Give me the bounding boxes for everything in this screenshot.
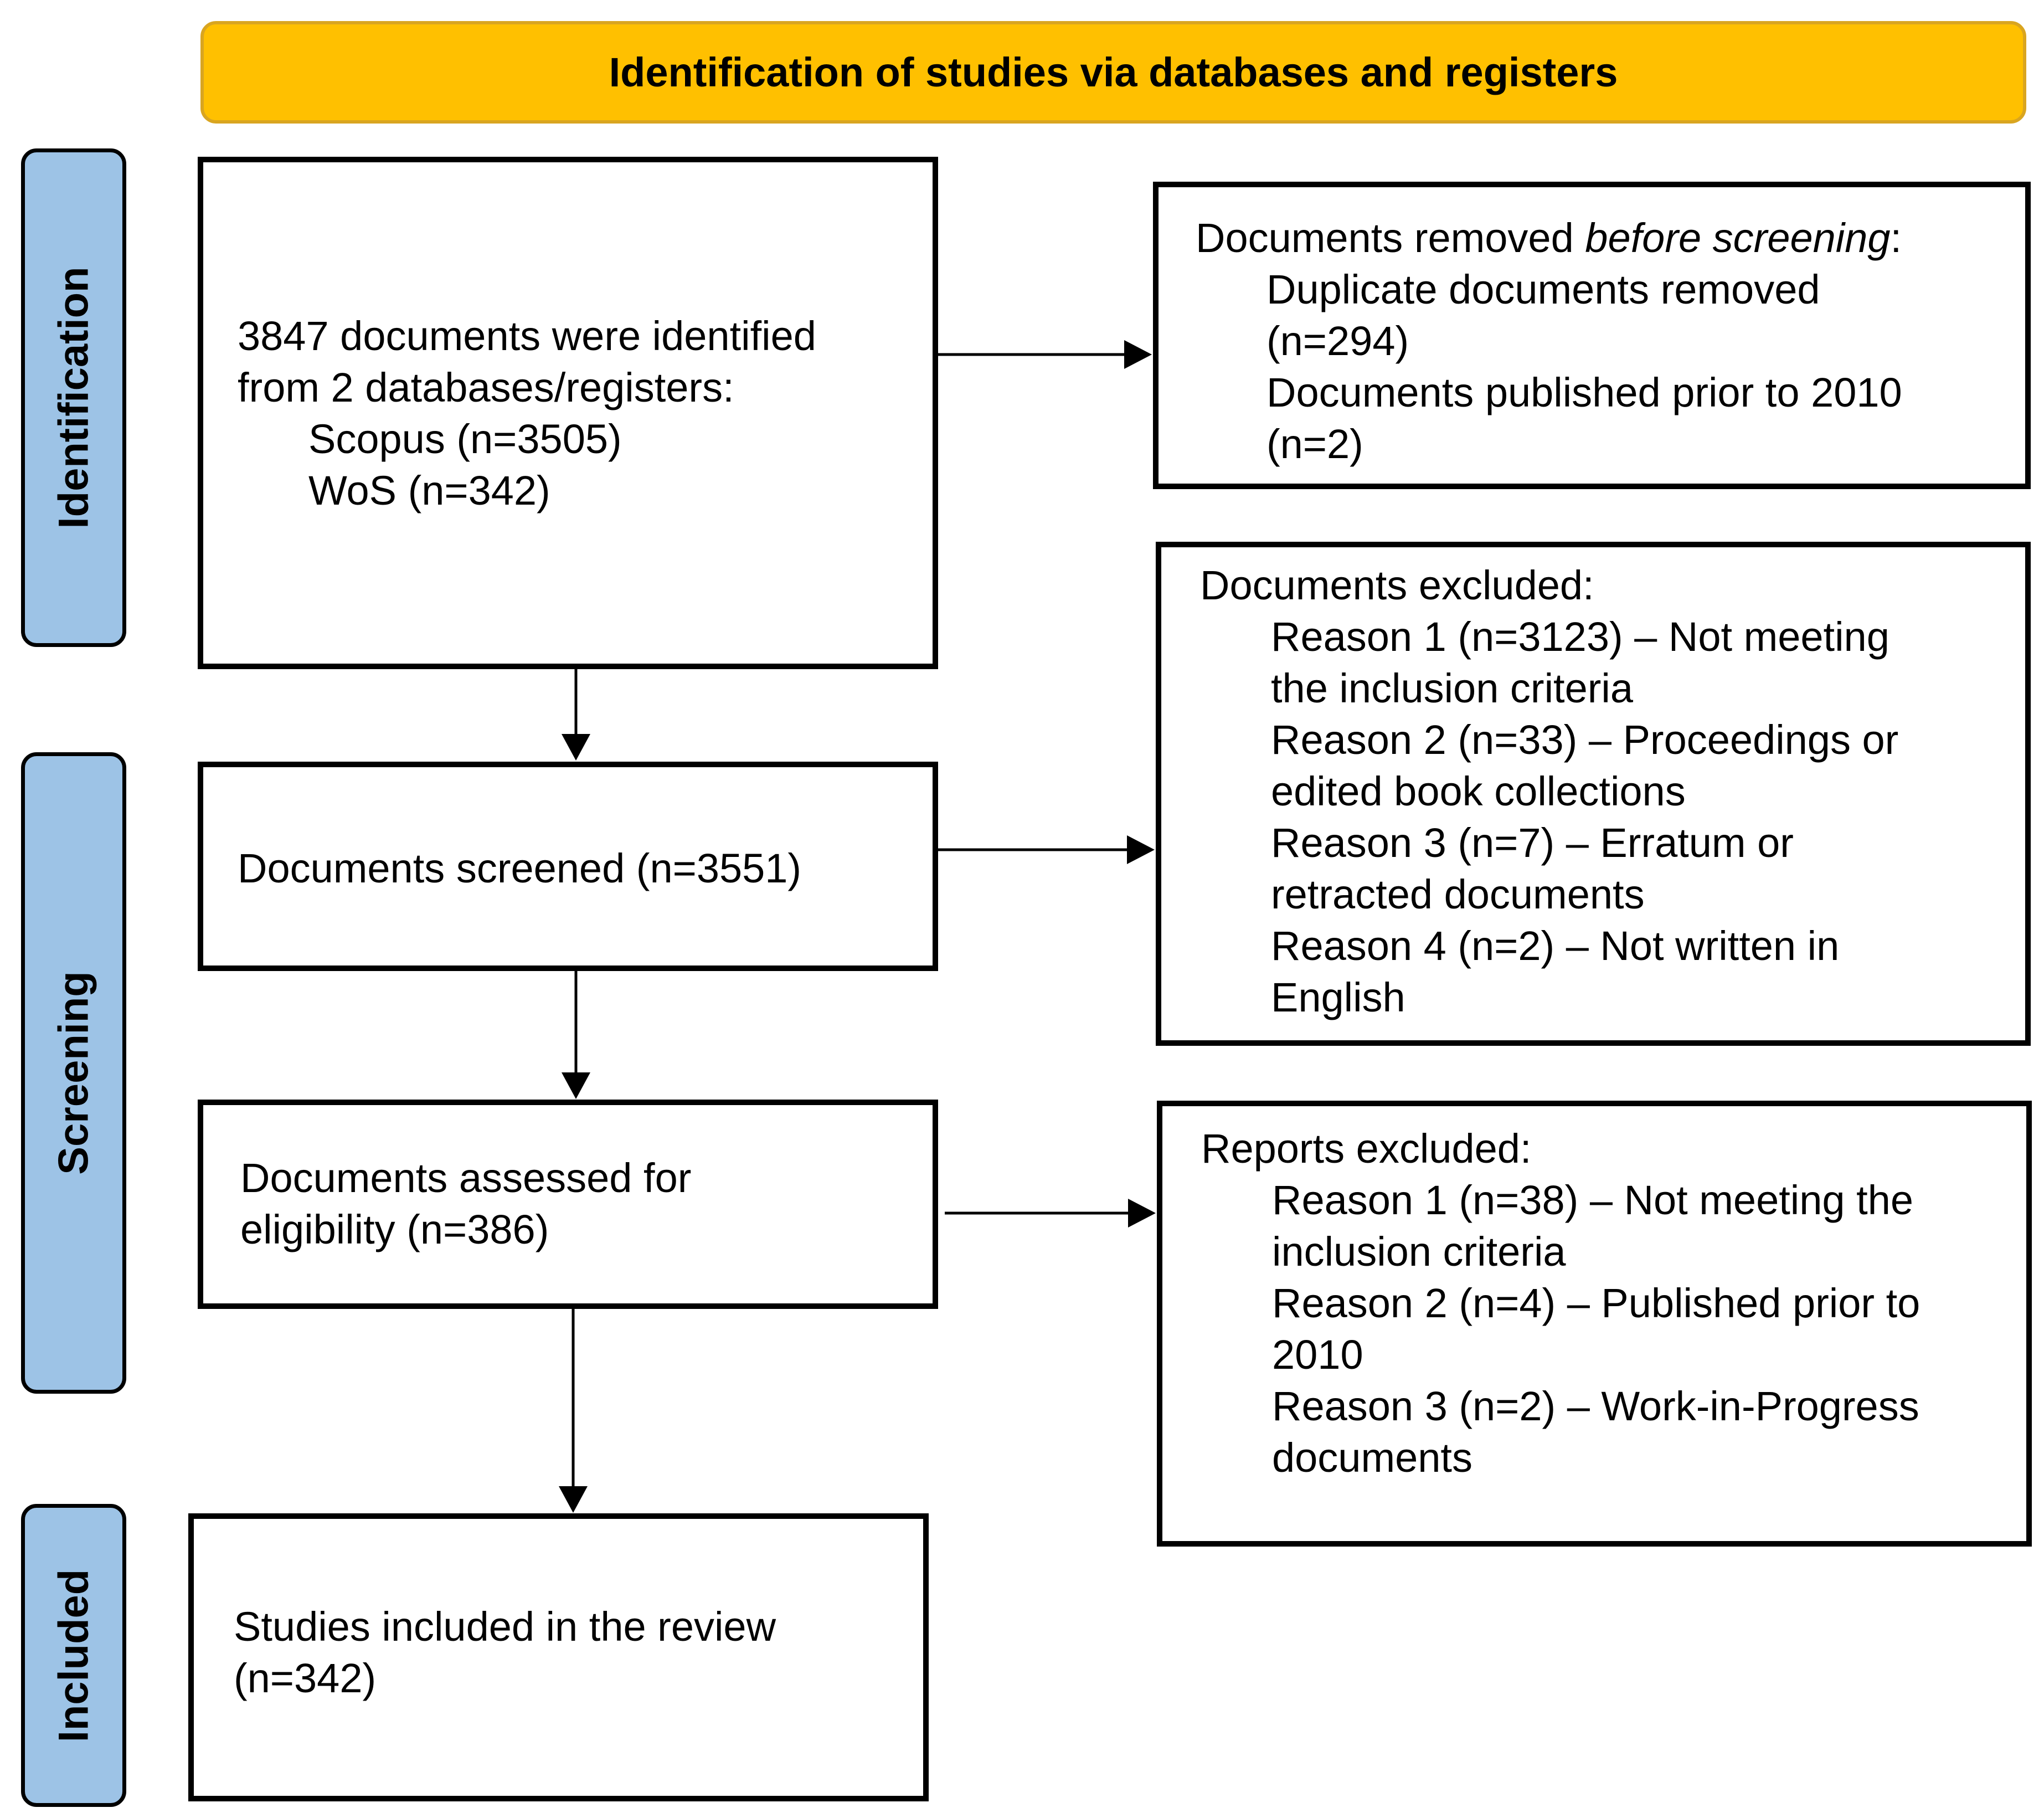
removed-title: Documents removed before screening: bbox=[1196, 215, 1902, 261]
stage-screening: Screening bbox=[21, 752, 126, 1394]
removed-dup-line1: Duplicate documents removed bbox=[1266, 266, 1820, 312]
removed-dup-line2: (n=294) bbox=[1266, 318, 1409, 364]
screened-box: Documents screened (n=3551) bbox=[198, 762, 938, 971]
stage-included: Included bbox=[21, 1504, 126, 1807]
identified-wos: WoS (n=342) bbox=[308, 468, 550, 513]
excluded-reason3-line1: Reason 3 (n=7) – Erratum or bbox=[1271, 820, 1794, 866]
reports-excluded-reason2-line1: Reason 2 (n=4) – Published prior to bbox=[1272, 1280, 1921, 1326]
reports-excluded-title: Reports excluded: bbox=[1201, 1126, 1532, 1172]
excluded-reason2-line1: Reason 2 (n=33) – Proceedings or bbox=[1271, 717, 1899, 763]
identified-box: 3847 documents were identified from 2 da… bbox=[198, 157, 938, 669]
screened-text: Documents screened (n=3551) bbox=[238, 845, 802, 891]
excluded-title: Documents excluded: bbox=[1200, 562, 1594, 608]
reports-excluded-box: Reports excluded: Reason 1 (n=38) – Not … bbox=[1157, 1101, 2032, 1547]
excluded-reason1-line1: Reason 1 (n=3123) – Not meeting bbox=[1271, 614, 1889, 660]
excluded-box: Documents excluded: Reason 1 (n=3123) – … bbox=[1156, 542, 2031, 1046]
header-title: Identification of studies via databases … bbox=[609, 49, 1618, 95]
assessed-line2: eligibility (n=386) bbox=[240, 1206, 549, 1252]
header-bar: Identification of studies via databases … bbox=[200, 21, 2026, 124]
reports-excluded-reason2-line2: 2010 bbox=[1272, 1332, 1363, 1378]
arrowhead-assessed-to-included bbox=[559, 1486, 588, 1513]
reports-excluded-reason3-line1: Reason 3 (n=2) – Work-in-Progress bbox=[1272, 1383, 1919, 1429]
arrowhead-assessed-to-reports-excluded bbox=[1128, 1199, 1156, 1228]
identified-line1: 3847 documents were identified bbox=[238, 313, 816, 359]
removed-prior-line2: (n=2) bbox=[1266, 421, 1363, 467]
arrowhead-identified-to-removed bbox=[1124, 340, 1152, 369]
arrowhead-screened-to-assessed bbox=[562, 1072, 590, 1099]
stage-identification: Identification bbox=[21, 148, 126, 647]
arrowhead-identified-to-screened bbox=[562, 734, 590, 761]
removed-prior-line1: Documents published prior to 2010 bbox=[1266, 369, 1902, 415]
excluded-reason2-line2: edited book collections bbox=[1271, 768, 1686, 814]
reports-excluded-reason3-line2: documents bbox=[1272, 1435, 1472, 1481]
removed-box: Documents removed before screening: Dupl… bbox=[1153, 182, 2031, 489]
included-line2: (n=342) bbox=[234, 1655, 377, 1701]
identified-line2: from 2 databases/registers: bbox=[238, 364, 734, 410]
included-line1: Studies included in the review bbox=[234, 1604, 776, 1650]
reports-excluded-reason1-line2: inclusion criteria bbox=[1272, 1229, 1566, 1275]
reports-excluded-reason1-line1: Reason 1 (n=38) – Not meeting the bbox=[1272, 1177, 1913, 1223]
excluded-reason1-line2: the inclusion criteria bbox=[1271, 665, 1633, 711]
assessed-line1: Documents assessed for bbox=[240, 1155, 692, 1201]
excluded-reason4-line2: English bbox=[1271, 974, 1405, 1020]
arrowhead-screened-to-excluded bbox=[1127, 835, 1155, 864]
excluded-reason4-line1: Reason 4 (n=2) – Not written in bbox=[1271, 923, 1840, 969]
removed-title-emphasis: before screening bbox=[1585, 215, 1891, 261]
identified-scopus: Scopus (n=3505) bbox=[308, 416, 622, 462]
assessed-box: Documents assessed for eligibility (n=38… bbox=[198, 1100, 938, 1309]
excluded-reason3-line2: retracted documents bbox=[1271, 871, 1645, 917]
included-box: Studies included in the review (n=342) bbox=[188, 1513, 929, 1801]
